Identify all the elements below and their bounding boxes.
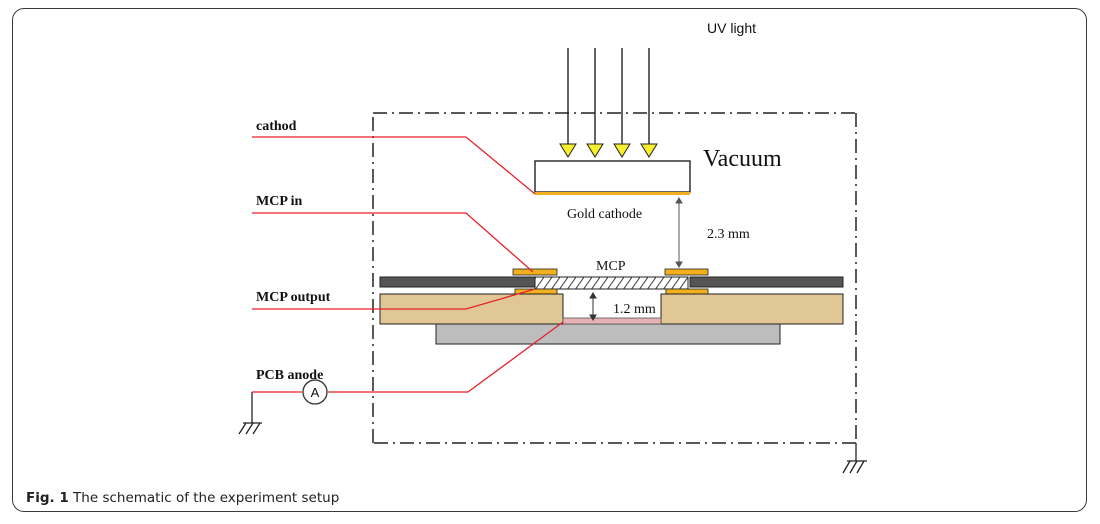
mcp-in-electrode-right [664,268,709,276]
uv-arrow-icon [586,48,604,158]
ceramic-spacer-right [660,293,844,325]
mcp-label: MCP [596,259,626,274]
caption-label: Fig. 1 [26,490,69,506]
vacuum-label: Vacuum [703,146,782,172]
cathode-window [534,160,691,193]
figure-caption: Fig. 1 The schematic of the experiment s… [26,490,339,506]
lead-label-mcp-output: MCP output [256,290,331,305]
vacuum-chamber-boundary [372,112,857,444]
lead-wire-mcp-output [252,288,536,310]
ground-symbol-right [842,443,867,474]
gap-mcp-anode-label: 1.2 mm [613,302,656,317]
gap-cathode-mcp-label: 2.3 mm [707,227,750,242]
uv-arrow-icon [613,48,631,158]
uv-light-arrows [559,48,658,158]
ground-symbol-left [238,392,262,435]
mcp-plate [534,276,689,290]
figure-frame [12,8,1087,512]
ammeter-icon: A [302,379,328,405]
ammeter-symbol: A [311,385,320,400]
pcb-anode-pad [562,317,662,325]
uv-arrow-icon [559,48,577,158]
uv-arrow-icon [640,48,658,158]
lead-label-pcb-anode: PCB anode [256,368,323,383]
dimension-arrow-1-2mm [589,292,597,321]
dimension-arrow-2-3mm [675,197,683,268]
lead-wire-pcb-anode [328,321,564,393]
mcp-in-electrode-left [512,268,558,276]
uv-light-label: UV light [707,20,756,36]
lead-label-cathod: cathod [256,119,297,134]
gold-cathode-label: Gold cathode [567,207,642,222]
pcb-base [435,323,781,345]
caption-text: The schematic of the experiment setup [68,490,340,506]
mcp-out-electrode-right [665,288,709,295]
mcp-holder-plate-left [379,276,536,288]
gold-cathode-layer [535,192,690,195]
lead-label-mcp-in: MCP in [256,194,302,209]
lead-wire-cathod [252,136,536,195]
mcp-holder-plate-right [689,276,844,288]
lead-wire-mcp-in [252,212,534,273]
